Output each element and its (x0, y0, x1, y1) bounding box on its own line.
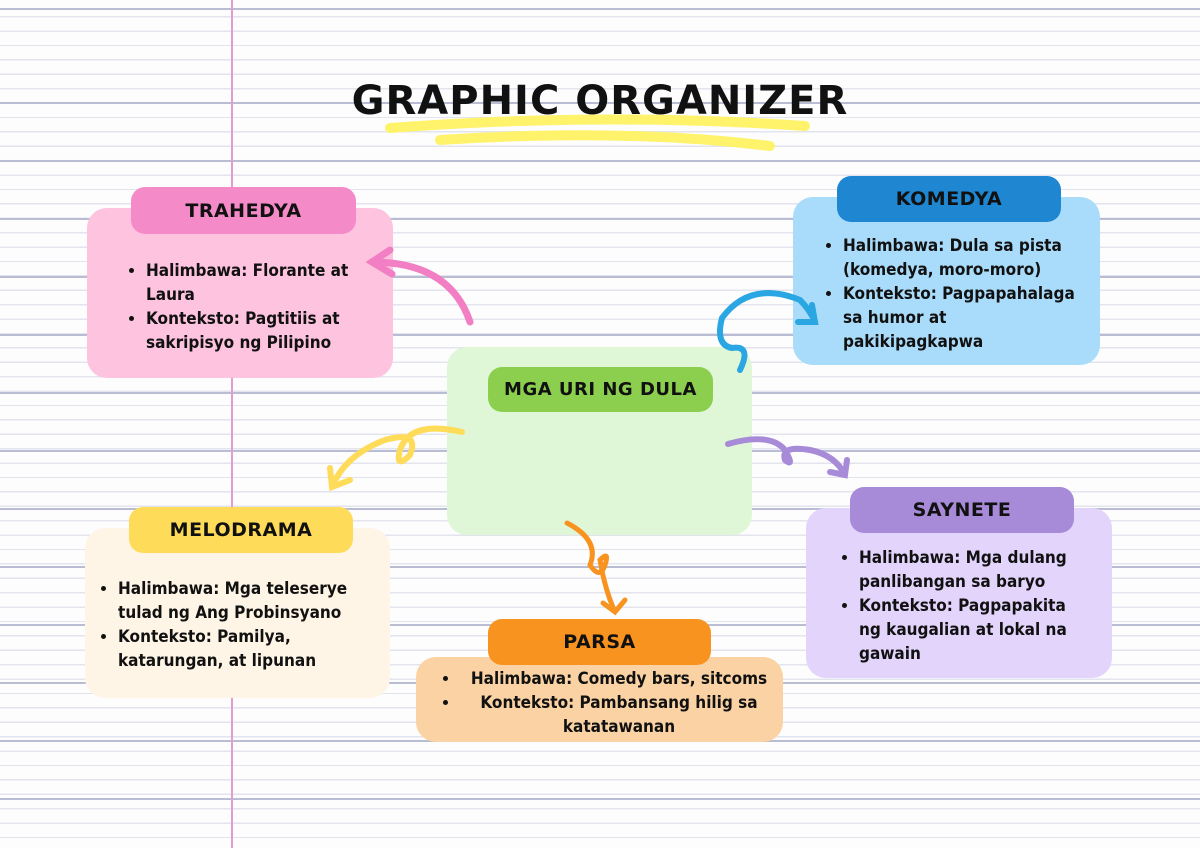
parsa-label: PARSA (488, 619, 711, 665)
saynete-list: Halimbawa: Mga dulang panlibangan sa bar… (837, 546, 1092, 666)
saynete-box (806, 508, 1112, 678)
arrow-saynete (725, 436, 850, 479)
list-item: Konteksto: Pamilya, katarungan, at lipun… (118, 625, 376, 673)
parsa-list: Halimbawa: Comedy bars, sitcomsKonteksto… (438, 667, 778, 739)
trahedya-box (87, 208, 393, 378)
list-item: Halimbawa: Florante at Laura (146, 259, 374, 307)
center-label: MGA URI NG DULA (488, 367, 713, 412)
title-underline (385, 114, 810, 151)
arrow-komedya (717, 290, 819, 373)
list-item: Halimbawa: Comedy bars, sitcoms (460, 667, 778, 691)
arrow-trahedya (365, 246, 474, 326)
list-item: Halimbawa: Mga teleserye tulad ng Ang Pr… (118, 577, 376, 625)
list-item: Konteksto: Pagtitiis at sakripisyo ng Pi… (146, 307, 374, 355)
notebook-margin-line (231, 0, 233, 848)
melodrama-box (85, 528, 390, 698)
list-item: Halimbawa: Mga dulang panlibangan sa bar… (859, 546, 1092, 594)
arrow-parsa (564, 520, 628, 616)
komedya-box (793, 197, 1100, 365)
list-item: Konteksto: Pagpapahalaga sa humor at pak… (843, 282, 1086, 354)
komedya-list: Halimbawa: Dula sa pista (komedya, moro-… (821, 234, 1086, 354)
melodrama-label: MELODRAMA (129, 507, 353, 553)
parsa-box (416, 657, 783, 742)
arrow-melodrama (327, 425, 465, 492)
list-item: Konteksto: Pambansang hilig sa katatawan… (460, 691, 778, 739)
saynete-label: SAYNETE (850, 487, 1074, 533)
list-item: Konteksto: Pagpapakita ng kaugalian at l… (859, 594, 1092, 666)
page-title: GRAPHIC ORGANIZER (351, 78, 849, 124)
trahedya-label: TRAHEDYA (131, 187, 356, 234)
komedya-label: KOMEDYA (837, 176, 1061, 222)
melodrama-list: Halimbawa: Mga teleserye tulad ng Ang Pr… (96, 577, 376, 673)
list-item: Halimbawa: Dula sa pista (komedya, moro-… (843, 234, 1086, 282)
trahedya-list: Halimbawa: Florante at LauraKonteksto: P… (124, 259, 374, 355)
